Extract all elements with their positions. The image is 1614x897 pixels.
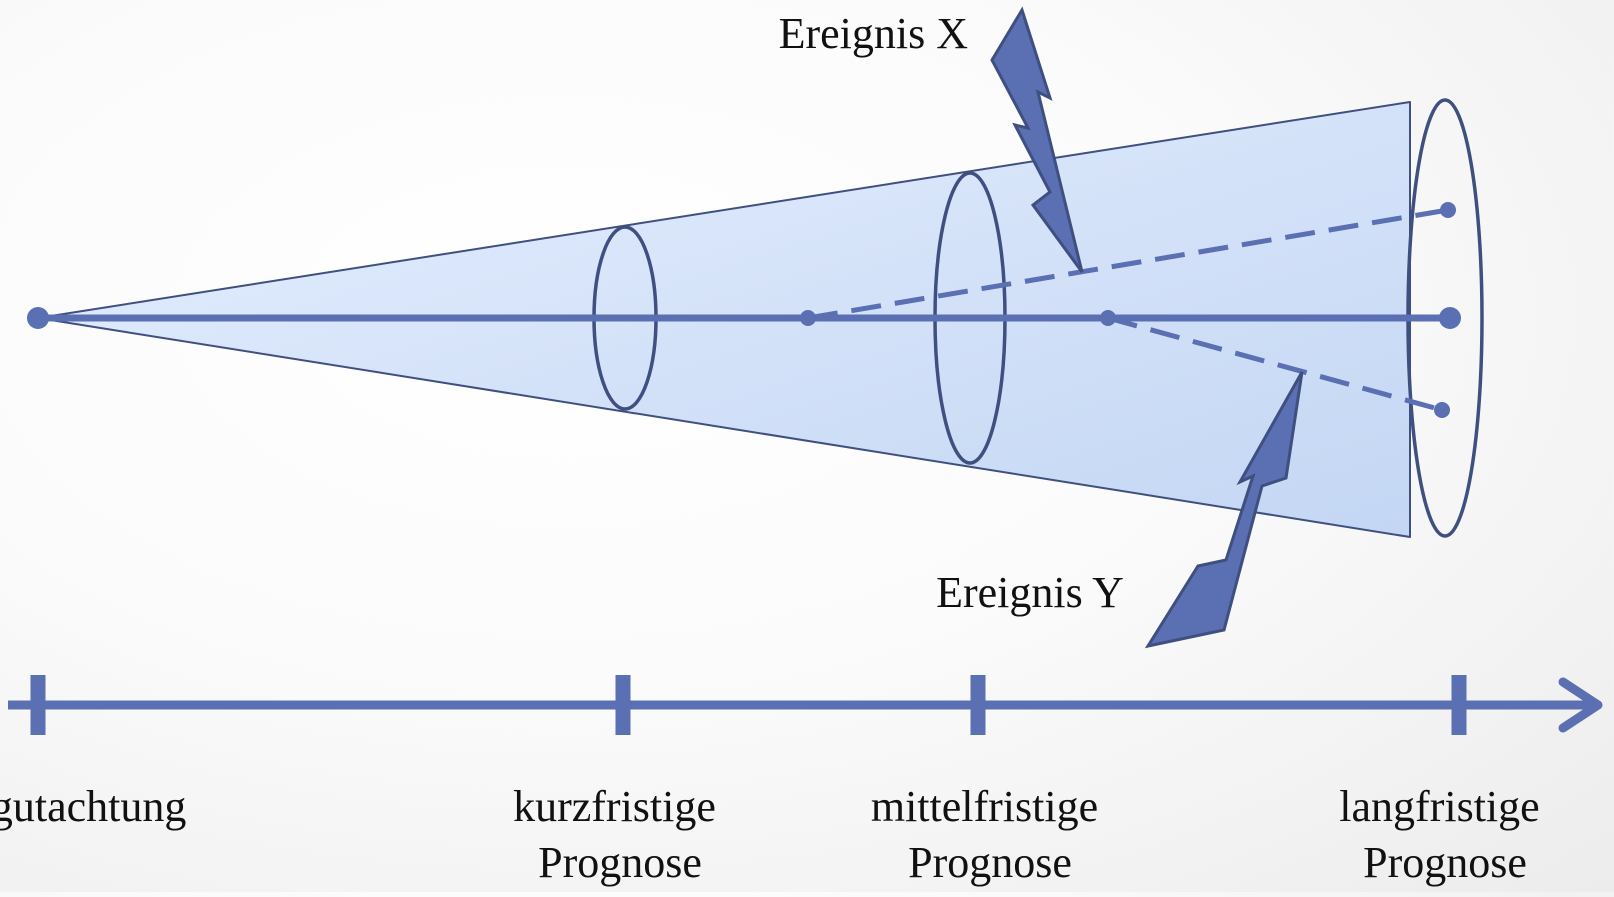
scenario-x-end-point bbox=[1440, 202, 1456, 218]
event-y-lightning-icon bbox=[1144, 371, 1304, 649]
event-y-label: Ereignis Y bbox=[936, 568, 1124, 617]
scenario-line-x bbox=[807, 207, 1449, 321]
scenario-x-branch-point bbox=[800, 310, 816, 326]
start-point bbox=[27, 307, 49, 329]
event-x-lightning-icon bbox=[990, 6, 1084, 273]
tick-label-short: kurzfristige Prognose bbox=[513, 782, 727, 887]
scenario-y-end-point bbox=[1434, 402, 1450, 418]
scenario-line-y bbox=[1107, 315, 1443, 413]
tick-label-mid: mittelfristige Prognose bbox=[871, 782, 1109, 887]
timeline-arrow-head bbox=[1558, 677, 1603, 733]
baseline-end-point bbox=[1439, 307, 1461, 329]
tick-label-start: Begutachtung bbox=[0, 782, 186, 831]
event-x-label: Ereignis X bbox=[779, 9, 968, 58]
tick-label-long: langfristige Prognose bbox=[1339, 782, 1550, 887]
scenario-y-branch-point bbox=[1100, 310, 1116, 326]
